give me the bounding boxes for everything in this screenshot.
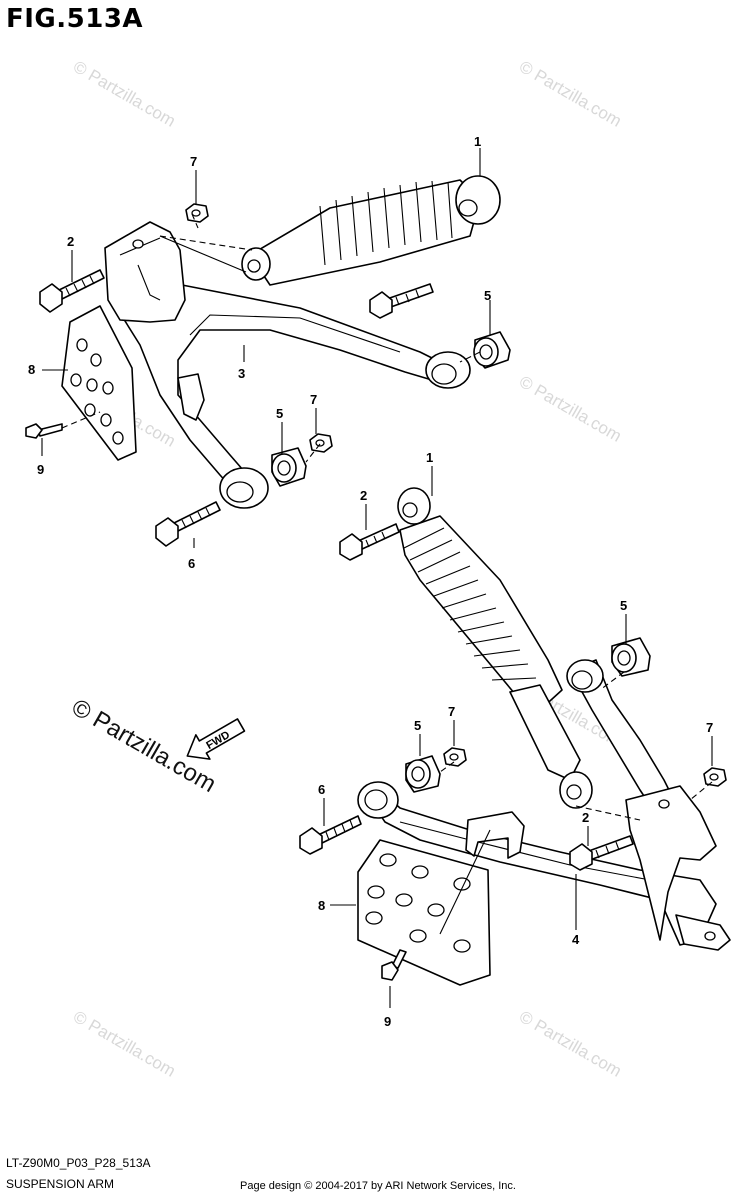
- top-assembly: 1 2 7 3 5 8 5 7 9 6: [25, 134, 511, 571]
- nut-7-bottom-right: [703, 767, 727, 787]
- callout-1: 1: [474, 134, 481, 149]
- bushing-5-bottom-right: [611, 637, 651, 677]
- callout-8: 8: [318, 898, 325, 913]
- callout-7: 7: [706, 720, 713, 735]
- page-credit: Page design © 2004-2017 by ARI Network S…: [240, 1180, 516, 1192]
- figure-code: LT-Z90M0_P03_P28_513A: [6, 1156, 151, 1170]
- step-plate-8-bottom: [357, 839, 491, 986]
- watermark-text: © Partzilla.com: [70, 1007, 179, 1081]
- bushing-5-top-right: [473, 331, 511, 369]
- callout-2: 2: [360, 488, 367, 503]
- bolt-6-top: [155, 501, 221, 547]
- step-plate-8-top: [61, 305, 137, 461]
- callout-7: 7: [190, 154, 197, 169]
- suspension-arm-4: [357, 659, 731, 951]
- callout-4: 4: [572, 932, 580, 947]
- callout-5: 5: [620, 598, 627, 613]
- suspension-arm-3: [104, 221, 471, 509]
- bolt-shock-mount-top: [369, 283, 434, 319]
- nut-7-top-lower: [309, 433, 333, 453]
- callout-8: 8: [28, 362, 35, 377]
- callout-5: 5: [276, 406, 283, 421]
- bottom-assembly: 1 2 5 5 7 7 6 2 8 4 9: [299, 450, 731, 1029]
- callout-7: 7: [310, 392, 317, 407]
- figure-name: SUSPENSION ARM: [6, 1177, 115, 1191]
- callout-2: 2: [67, 234, 74, 249]
- screw-9-top: [25, 423, 63, 439]
- watermark-text: © Partzilla.com: [516, 57, 625, 131]
- bolt-2-bottom-lower: [569, 835, 634, 871]
- callout-1: 1: [426, 450, 433, 465]
- bolt-2-top: [39, 269, 105, 313]
- shock-absorber-1-bottom: [397, 487, 593, 809]
- callout-5: 5: [414, 718, 421, 733]
- fwd-label: FWD: [204, 729, 232, 752]
- bushing-5-bottom-left: [405, 755, 441, 793]
- callout-5: 5: [484, 288, 491, 303]
- bolt-2-bottom-upper: [339, 523, 400, 561]
- callout-3: 3: [238, 366, 245, 381]
- callout-9: 9: [384, 1014, 391, 1029]
- bolt-6-bottom: [299, 815, 362, 855]
- shock-absorber-1-top: [241, 175, 501, 286]
- callout-7: 7: [448, 704, 455, 719]
- figure-title: FIG.513A: [6, 4, 144, 34]
- nut-7-top-upper: [185, 203, 209, 223]
- nut-7-bottom-left: [443, 747, 467, 767]
- callout-6: 6: [318, 782, 325, 797]
- watermark-text: © Partzilla.com: [516, 372, 625, 446]
- bushing-5-top-left: [271, 447, 307, 487]
- callout-2: 2: [582, 810, 589, 825]
- callout-6: 6: [188, 556, 195, 571]
- screw-9-bottom: [381, 949, 407, 981]
- watermark-text: © Partzilla.com: [516, 1007, 625, 1081]
- watermark-text: © Partzilla.com: [70, 57, 179, 131]
- callout-9: 9: [37, 462, 44, 477]
